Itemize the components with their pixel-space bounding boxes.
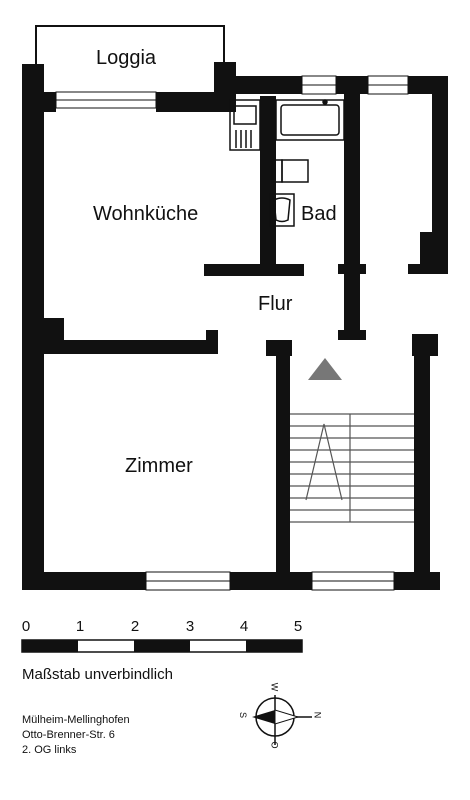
bad-fixtures	[269, 159, 309, 227]
compass-label-s: S	[238, 711, 249, 719]
scale-disclaimer: Maßstab unverbindlich	[22, 666, 173, 683]
room-label-bad: Bad	[301, 203, 337, 225]
staircase	[290, 413, 414, 523]
kitchen-sink	[229, 99, 261, 151]
compass-label-w: W	[269, 682, 280, 692]
scale-tick-4: 4	[239, 618, 249, 635]
room-label-zimmer: Zimmer	[125, 455, 193, 477]
address-line-2: Otto-Brenner-Str. 6	[22, 729, 115, 741]
address-line-1: Mülheim-Mellinghofen	[22, 714, 130, 726]
scale-tick-5: 5	[293, 618, 303, 635]
room-label-wohnkueche: Wohnküche	[93, 203, 199, 225]
compass-label-n: N	[312, 711, 323, 719]
entrance-arrow	[308, 358, 342, 380]
scale-bar	[21, 639, 303, 653]
windows	[55, 75, 409, 591]
scale-tick-2: 2	[130, 618, 140, 635]
address-line-3: 2. OG links	[22, 744, 77, 756]
walls	[22, 62, 448, 590]
room-label-loggia: Loggia	[96, 47, 157, 69]
scale-tick-3: 3	[185, 618, 195, 635]
scale-tick-1: 1	[75, 618, 85, 635]
compass-rose	[252, 695, 312, 745]
compass-label-o: O	[269, 741, 280, 749]
bathtub	[275, 99, 345, 141]
room-label-flur: Flur	[258, 293, 293, 315]
scale-tick-0: 0	[21, 618, 31, 635]
